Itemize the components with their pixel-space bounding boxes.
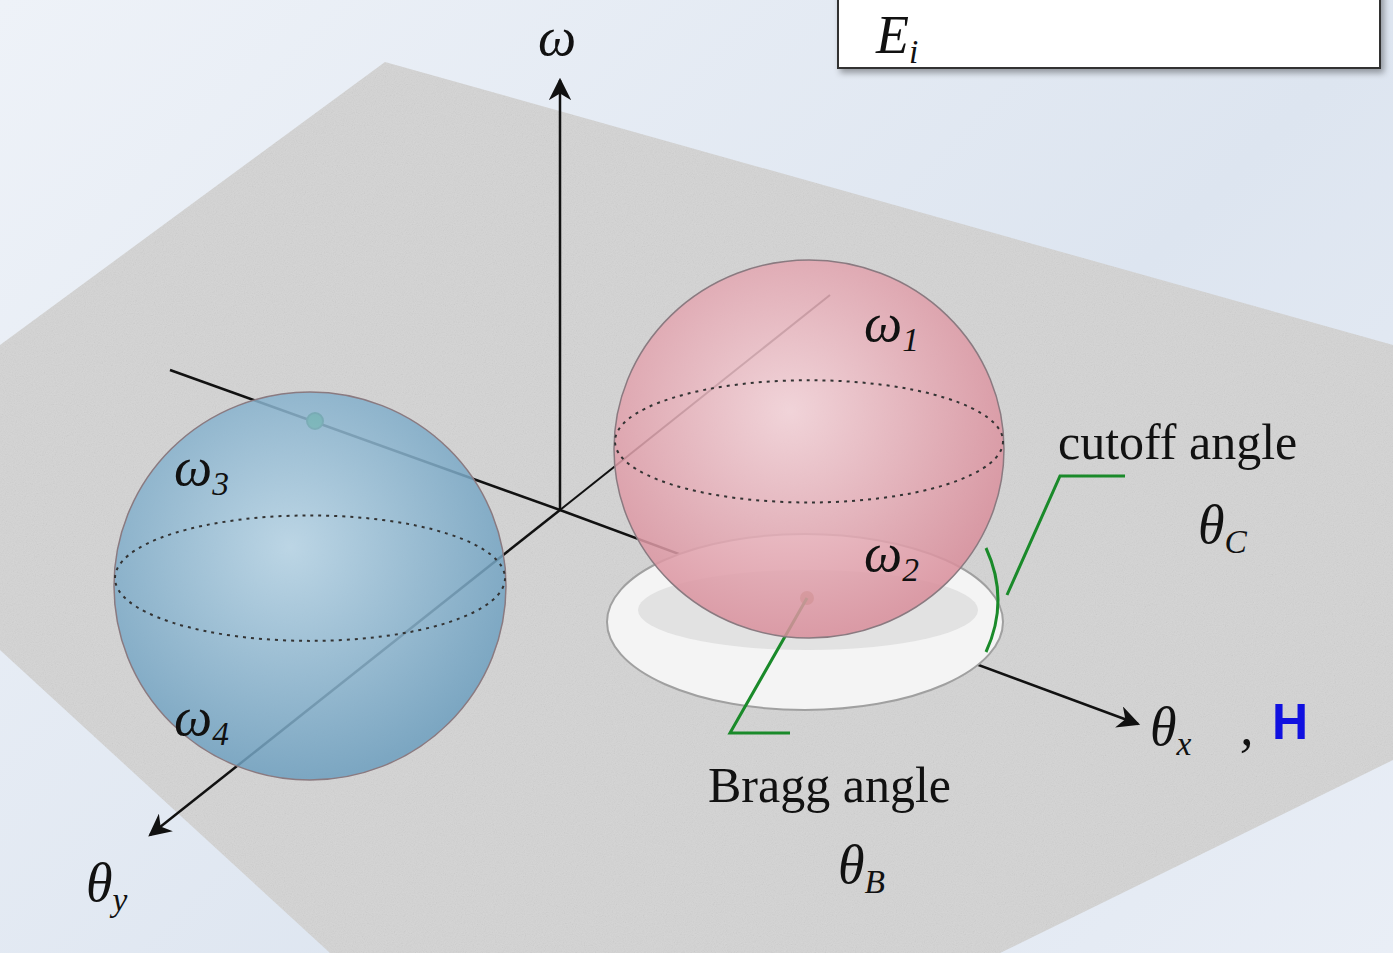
frequency-label: ω3 xyxy=(174,440,229,494)
plane-texture xyxy=(0,62,1393,953)
sphere-shape xyxy=(612,258,1006,640)
formula-fragment: Ei xyxy=(876,8,918,62)
formula-box xyxy=(838,0,1380,68)
plane xyxy=(0,62,1393,953)
frequency-label: ω1 xyxy=(864,296,919,350)
axis-label: θx xyxy=(1150,700,1191,754)
sphere: ω3 ω4 xyxy=(112,390,508,782)
leader-line xyxy=(1007,476,1125,595)
field-label: H xyxy=(1272,697,1308,747)
axis-label: ω xyxy=(538,10,576,64)
omega-axis xyxy=(559,80,562,510)
axis-label: θy xyxy=(86,856,127,910)
sphere-shape xyxy=(112,390,508,782)
angle-bracket xyxy=(986,548,998,652)
frequency-label: ω4 xyxy=(174,690,229,744)
separator: , xyxy=(1240,700,1254,754)
annotation: Bragg angle xyxy=(708,760,951,810)
annotation: cutoff angle xyxy=(1058,417,1297,467)
angle-symbol: θC xyxy=(1198,498,1247,552)
frequency-label: ω2 xyxy=(864,526,919,580)
angle-symbol: θB xyxy=(838,838,885,892)
sphere: ω1 ω2 xyxy=(612,258,1006,640)
